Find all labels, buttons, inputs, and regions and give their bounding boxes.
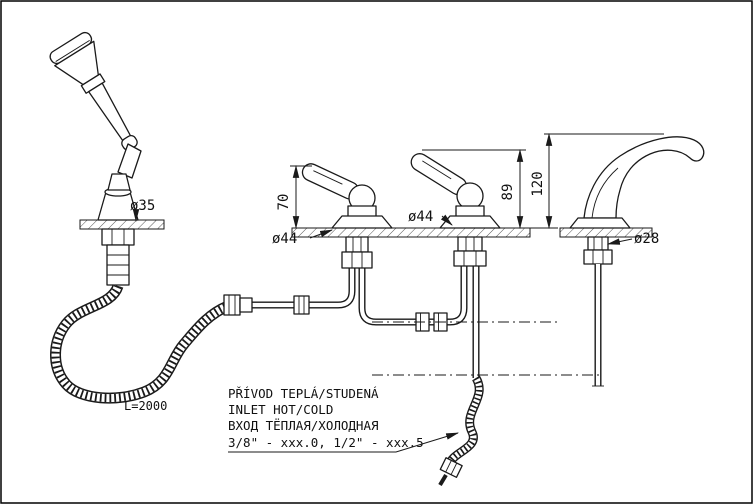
spout: [569, 136, 705, 387]
inlet-note-block: PŘÍVOD TEPLÁ/STUDENÁ INLET HOT/COLD ВХОД…: [228, 386, 460, 453]
note-leader-arrow: [228, 432, 460, 453]
hand-shower-underdeck-fitting: [101, 228, 135, 286]
dim-label-120: 120: [530, 171, 546, 196]
dimension-dia35: ø35: [130, 198, 155, 223]
right-valve-ball: [456, 182, 484, 210]
dim-label-70: 70: [276, 194, 292, 211]
left-valve-supply-pipe: [223, 268, 356, 316]
dim-label-dia44-right: ø44: [408, 209, 433, 225]
spout-escutcheon: [569, 217, 631, 229]
hand-shower: [49, 31, 142, 286]
dimension-dia28: ø28: [606, 231, 659, 247]
dimension-89: 89: [422, 148, 526, 230]
left-valve-underdeck: [341, 236, 373, 269]
spout-underdeck: [583, 236, 613, 387]
left-valve: [301, 163, 393, 269]
spout-body: [583, 136, 705, 219]
hand-shower-head: [49, 31, 138, 151]
note-line-czech: PŘÍVOD TEPLÁ/STUDENÁ: [228, 386, 379, 401]
shower-hose: [50, 283, 231, 404]
dim-label-89: 89: [500, 184, 516, 201]
hose-end-nut: [439, 457, 463, 478]
dim-label-dia28: ø28: [634, 231, 659, 247]
dimension-dia44-right: ø44: [408, 209, 453, 226]
hose-union-nut: [223, 294, 241, 316]
dimension-70: 70: [276, 164, 312, 230]
pipe-centerlines: [372, 321, 600, 376]
hose-length-label: L=2000: [124, 399, 167, 413]
dim-label-dia44-left: ø44: [272, 231, 297, 247]
flexible-supply-hose: [438, 266, 484, 487]
dim-label-dia35: ø35: [130, 198, 155, 214]
right-valve-underdeck: [453, 236, 487, 267]
left-valve-escutcheon: [331, 215, 393, 229]
dimension-dia44-left: ø44: [272, 229, 334, 247]
dimension-120: 120: [530, 132, 664, 230]
right-valve: [410, 153, 501, 267]
note-line-thread: 3/8" - xxx.0, 1/2" - xxx.5: [228, 435, 424, 450]
note-line-russian: ВХОД ТЁПЛАЯ/ХОЛОДНАЯ: [228, 418, 379, 433]
note-line-english: INLET HOT/COLD: [228, 402, 333, 417]
pipe-union-nut: [293, 295, 310, 315]
hand-shower-handle-end: [117, 143, 142, 179]
